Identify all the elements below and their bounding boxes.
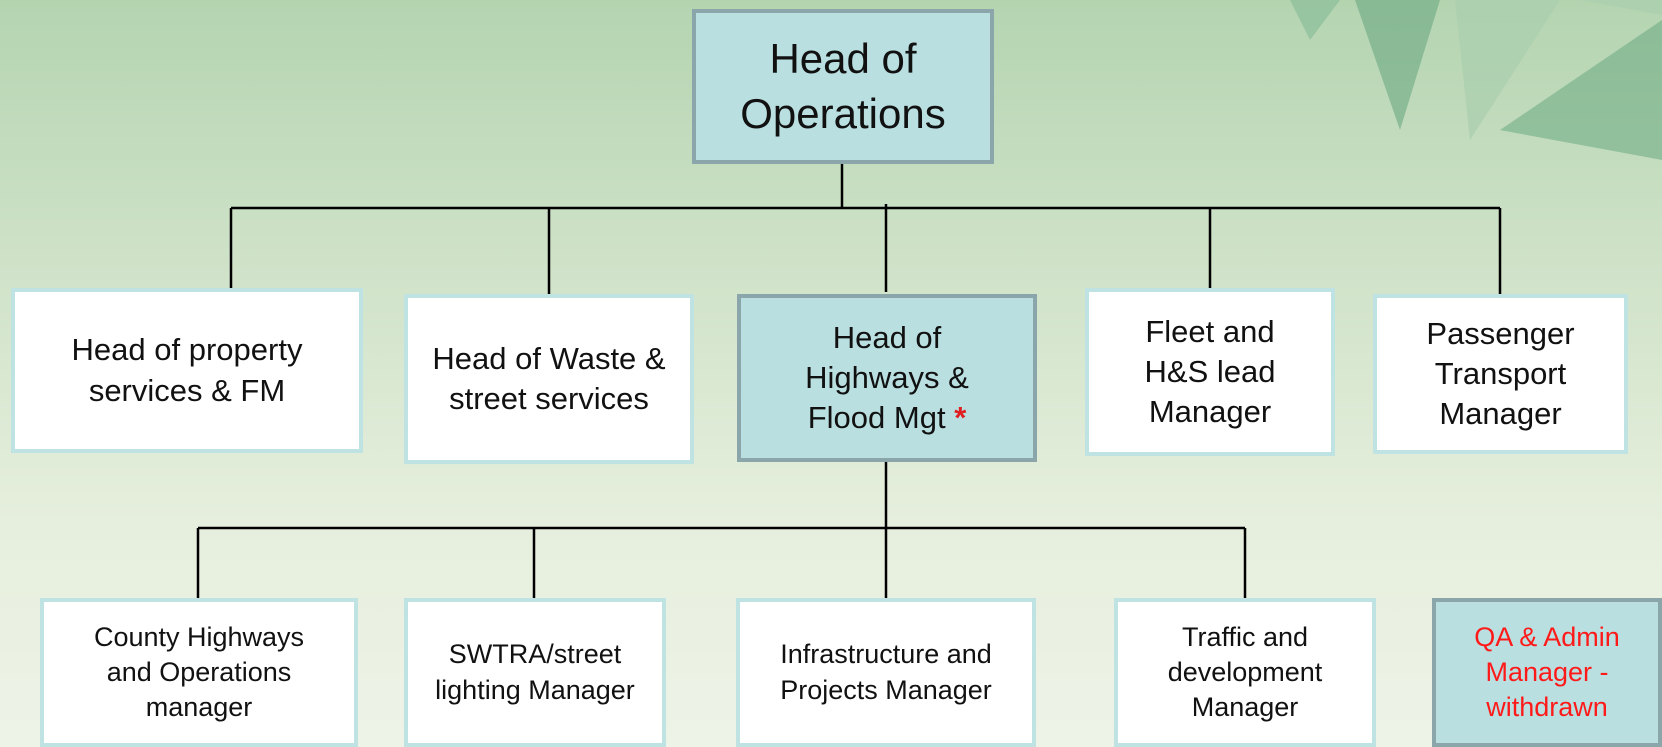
- node-label: Traffic and development Manager: [1167, 621, 1323, 723]
- node-label: QA & Admin Manager - withdrawn: [1474, 621, 1620, 723]
- node-traffic-development: Traffic and development Manager: [1114, 598, 1376, 747]
- node-label-line1: Head of: [769, 34, 917, 82]
- node-label: Head of Highways & Flood Mgt: [805, 319, 969, 436]
- asterisk-marker: *: [954, 400, 967, 436]
- node-label: Passenger Transport Manager: [1426, 315, 1575, 432]
- node-head-of-operations: Head of Operations: [692, 9, 994, 164]
- node-waste-street-services: Head of Waste & street services: [404, 294, 694, 464]
- node-property-services: Head of property services & FM: [11, 288, 363, 453]
- node-highways-flood: Head of Highways & Flood Mgt *: [737, 294, 1037, 462]
- node-label: County Highways and Operations manager: [93, 621, 305, 723]
- node-fleet-hs: Fleet and H&S lead Manager: [1085, 288, 1335, 456]
- node-label: Head of Waste & street services: [432, 340, 666, 416]
- node-county-highways: County Highways and Operations manager: [40, 598, 358, 747]
- node-passenger-transport: Passenger Transport Manager: [1373, 294, 1628, 454]
- node-label: Fleet and H&S lead Manager: [1144, 313, 1276, 430]
- node-label: Infrastructure and Projects Manager: [780, 639, 992, 705]
- node-label: SWTRA/street lighting Manager: [435, 639, 635, 705]
- node-infrastructure-projects: Infrastructure and Projects Manager: [736, 598, 1036, 747]
- node-swtra-lighting: SWTRA/street lighting Manager: [404, 598, 666, 747]
- node-label-line2: Operations: [740, 89, 946, 137]
- node-qa-admin-withdrawn: QA & Admin Manager - withdrawn: [1432, 598, 1662, 747]
- node-label: Head of property services & FM: [71, 332, 303, 408]
